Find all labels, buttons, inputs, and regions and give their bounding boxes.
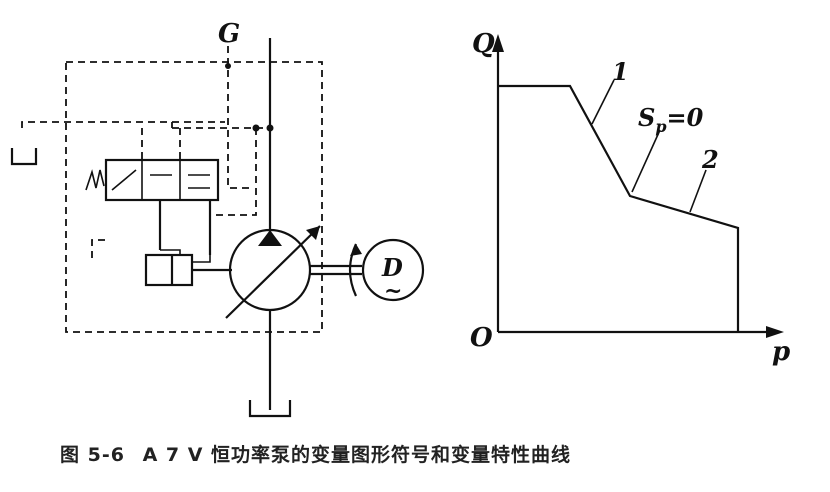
characteristic-curve [498, 84, 740, 332]
characteristic-graph [492, 34, 784, 338]
curve-2-label: 2 [701, 145, 719, 174]
servo-cylinder [144, 253, 194, 287]
valve-pilot-taps [141, 122, 181, 160]
leader-sp [631, 129, 661, 193]
curve-1-label: 1 [612, 57, 629, 86]
motor-label: D [381, 253, 403, 282]
port-g-point [225, 63, 231, 69]
figure-caption: 图 5-6 A 7 V 恒功率泵的变量图形符号和变量特性曲线 [60, 440, 760, 467]
pump-triangle [258, 230, 282, 246]
sp-symbol: S [638, 103, 655, 132]
rotation-arrowhead [350, 244, 362, 256]
inner-return-mark [91, 239, 110, 258]
port-g-line [227, 46, 250, 189]
port-g-label: G [218, 19, 240, 49]
enclosure-frame [65, 61, 323, 333]
sp-equals-zero: =0 [667, 103, 704, 132]
y-axis-arrowhead [492, 34, 504, 52]
figure-number: 图 5-6 [60, 444, 125, 466]
y-axis-label: Q [472, 29, 495, 59]
control-valve [104, 158, 220, 202]
pump-variable-arrowhead [306, 226, 320, 240]
caption-text: A 7 V 恒功率泵的变量图形符号和变量特性曲线 [142, 444, 572, 466]
x-axis-label: p [772, 337, 790, 367]
sp-zero-label: Sp=0 [638, 103, 704, 136]
valve-spring [85, 169, 105, 191]
tank-symbol-bottom [248, 400, 292, 418]
sp-subscript: p [655, 117, 666, 136]
valve-dividers [141, 160, 181, 200]
pilot-line-left [21, 121, 225, 128]
cylinder-feed [160, 249, 211, 263]
origin-label: O [470, 323, 493, 353]
leader-curve-2 [689, 169, 707, 213]
pump-variable-arrow [225, 225, 321, 319]
feedback-line-right [210, 128, 257, 216]
tank-symbol-left [10, 148, 38, 166]
x-axis-arrowhead [766, 326, 784, 338]
motor-circle [361, 238, 425, 302]
valve-actuator-line [158, 200, 212, 255]
valve-arrows [111, 169, 210, 191]
leader-curve-1 [591, 79, 615, 125]
motor-sub-label: ~ [384, 278, 402, 304]
servo-piston [170, 255, 232, 285]
hydraulic-symbol [10, 38, 425, 418]
drive-shaft [310, 264, 362, 276]
